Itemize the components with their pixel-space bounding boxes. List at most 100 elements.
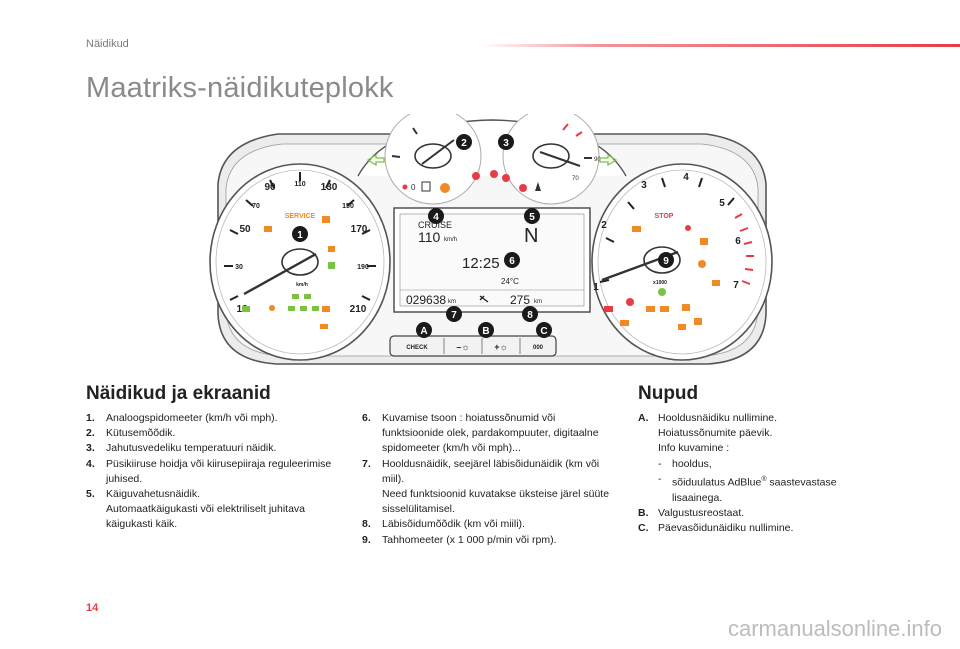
fuel-low-label: 0	[411, 183, 416, 192]
legend-text: Hooldusnäidiku nullimine.	[658, 412, 778, 424]
callout-9: 9	[663, 256, 669, 267]
instrument-panel-illustration: 0 90 70	[209, 114, 773, 365]
speedo-tick-label: 50	[239, 224, 251, 235]
legend-num: B.	[638, 506, 649, 519]
range-unit: km	[534, 299, 542, 305]
callout-6: 6	[509, 256, 515, 267]
speedo-tick-label: 90	[264, 182, 276, 193]
temperature-gauge-graphic: 90 70	[502, 114, 601, 205]
legend-text: Päevasõidunäidiku nullimine.	[658, 521, 794, 534]
legend-subitem: -sõiduulatus AdBlue® saastevastase lisaa…	[658, 472, 837, 504]
legend-num: A.	[638, 412, 649, 424]
speedometer-graphic: 10 30 50 70 90 110 130 150 170 190 210 S…	[209, 163, 391, 361]
legend-item: B. Valgustusreostaat.	[638, 506, 878, 521]
callout-3: 3	[503, 138, 509, 149]
legend-item: 8. Läbisõidumõõdik (km või miili).	[362, 517, 618, 532]
central-display-graphic: CRUISE 110 km/h N 12:25 24°C 029638 km 2…	[393, 207, 591, 313]
legend-item: 7. Hooldusnäidik, seejärel läbisõidunäidi…	[362, 457, 618, 518]
legend-text: Käiguvahetusnäidik.	[106, 488, 200, 501]
legend-item: 9. Tahhomeeter (x 1 000 p/min või rpm).	[362, 533, 618, 548]
clock: 12:25	[462, 255, 500, 272]
legend-subitem: -hooldus,	[658, 457, 878, 472]
cruise-speed: 110	[418, 229, 441, 245]
callout-c: C	[540, 326, 547, 337]
legend-text: Analoogspidomeeter (km/h või mph).	[106, 412, 278, 424]
legend-num: 6.	[362, 412, 371, 424]
legend-text: Hoiatussõnumite päevik.	[658, 427, 773, 440]
legend-text: Kuvamise tsoon : hoiatussõnumid või funk…	[382, 412, 599, 455]
legend-column-2: 6. Kuvamise tsoon : hoiatussõnumid või fu…	[362, 411, 618, 548]
speedo-tick-label: 210	[350, 304, 367, 315]
tacho-tick-label: 4	[683, 172, 689, 183]
range-value: 275	[510, 293, 530, 307]
temp-high-label: 70	[572, 176, 579, 182]
callout-a: A	[420, 326, 427, 337]
outside-temperature: 24°C	[501, 277, 519, 286]
cruise-label: CRUISE	[418, 220, 452, 230]
stop-indicator: STOP	[655, 213, 674, 220]
odometer-unit: km	[448, 299, 456, 305]
dim-minus-label: –☼	[456, 342, 469, 352]
reset-button-label: 000	[533, 345, 544, 351]
tacho-tick-label: 2	[601, 220, 607, 231]
legend-text: Hooldusnäidik, seejärel läbisõidunäidik …	[382, 457, 600, 485]
legend-text: Läbisõidumõõdik (km või miili).	[382, 518, 525, 531]
legend-column-1: 1.Analoogspidomeeter (km/h või mph). 2.K…	[86, 411, 344, 533]
temp-mid-label: 90	[594, 157, 601, 163]
button-bar-graphic: CHECK –☼ +☼ 000	[389, 335, 557, 357]
tacho-tick-label: 5	[719, 198, 725, 209]
legend-num: 7.	[362, 457, 371, 470]
tacho-tick-label: 3	[641, 180, 647, 191]
legend-num: C.	[638, 521, 649, 534]
legend-num: 4.	[86, 457, 95, 470]
fuel-gauge-graphic: 0	[384, 114, 482, 205]
legend-num: 2.	[86, 427, 95, 440]
registered-mark: ®	[761, 475, 767, 483]
legend-text: Automaatkäigukasti või elektriliselt juh…	[106, 503, 306, 531]
callouts: 1 2 3 4 5 6 7 8 9 A B C	[292, 134, 674, 338]
check-button-label: CHECK	[406, 345, 428, 351]
legend-item: 3.Jahutusvedeliku temperatuuri näidik.	[86, 441, 344, 456]
legend-text: sõiduulatus AdBlue	[672, 476, 762, 489]
legend-text: Püsikiiruse hoidja või kiirusepiiraja re…	[106, 457, 332, 485]
legend-item: 2.Kütusemõõdik.	[86, 426, 344, 441]
tacho-tick-label: 7	[733, 280, 739, 291]
legend-text: saastevastase lisaainega.	[672, 476, 837, 504]
odometer: 029638	[406, 293, 446, 307]
page-number: 14	[86, 602, 99, 614]
legend-num: 1.	[86, 412, 95, 424]
legend-item: 5. Käiguvahetusnäidik. Automaatkäigukasti …	[86, 487, 344, 533]
legend-text: Valgustusreostaat.	[658, 506, 745, 519]
legend-num: 8.	[362, 518, 371, 531]
legend-text: Info kuvamine :	[658, 442, 730, 455]
legend-num: 5.	[86, 488, 95, 501]
buttons-heading: Nupud	[638, 383, 699, 404]
buttons-legend: A. Hooldusnäidiku nullimine. Hoiatussõnu…	[638, 411, 878, 536]
speedo-tick-label: 70	[252, 203, 260, 210]
legend-item: 6. Kuvamise tsoon : hoiatussõnumid või fu…	[362, 411, 618, 457]
callout-b: B	[482, 326, 489, 337]
callout-1: 1	[297, 230, 303, 241]
tacho-unit: x1000	[653, 280, 667, 286]
speedo-tick-label: 110	[294, 181, 305, 188]
page-title: Maatriks-näidikuteplokk	[86, 72, 394, 104]
section-label: Näidikud	[86, 38, 129, 50]
callout-5: 5	[529, 212, 535, 223]
tacho-tick-label: 6	[735, 236, 741, 247]
gear-indicator: N	[524, 225, 538, 247]
legend-text: Tahhomeeter (x 1 000 p/min või rpm).	[382, 533, 557, 546]
callout-2: 2	[461, 138, 467, 149]
callout-7: 7	[451, 310, 457, 321]
tachometer-graphic: 1 2 3 4 5 6 7 STOP x1000	[591, 163, 773, 361]
cruise-speed-unit: km/h	[444, 237, 457, 243]
speedo-tick-label: 150	[342, 203, 354, 210]
service-indicator: SERVICE	[285, 213, 316, 220]
legend-text: Need funktsioonid kuvatakse üksteise jär…	[382, 488, 610, 516]
header-rule	[480, 44, 960, 47]
legend-item: A. Hooldusnäidiku nullimine. Hoiatussõnu…	[638, 411, 878, 506]
speedo-tick-label: 170	[351, 224, 368, 235]
speedo-tick-label: 130	[321, 182, 338, 193]
watermark: carmanualsonline.info	[727, 616, 942, 641]
legend-num: 9.	[362, 533, 371, 546]
tacho-tick-label: 1	[593, 282, 599, 293]
